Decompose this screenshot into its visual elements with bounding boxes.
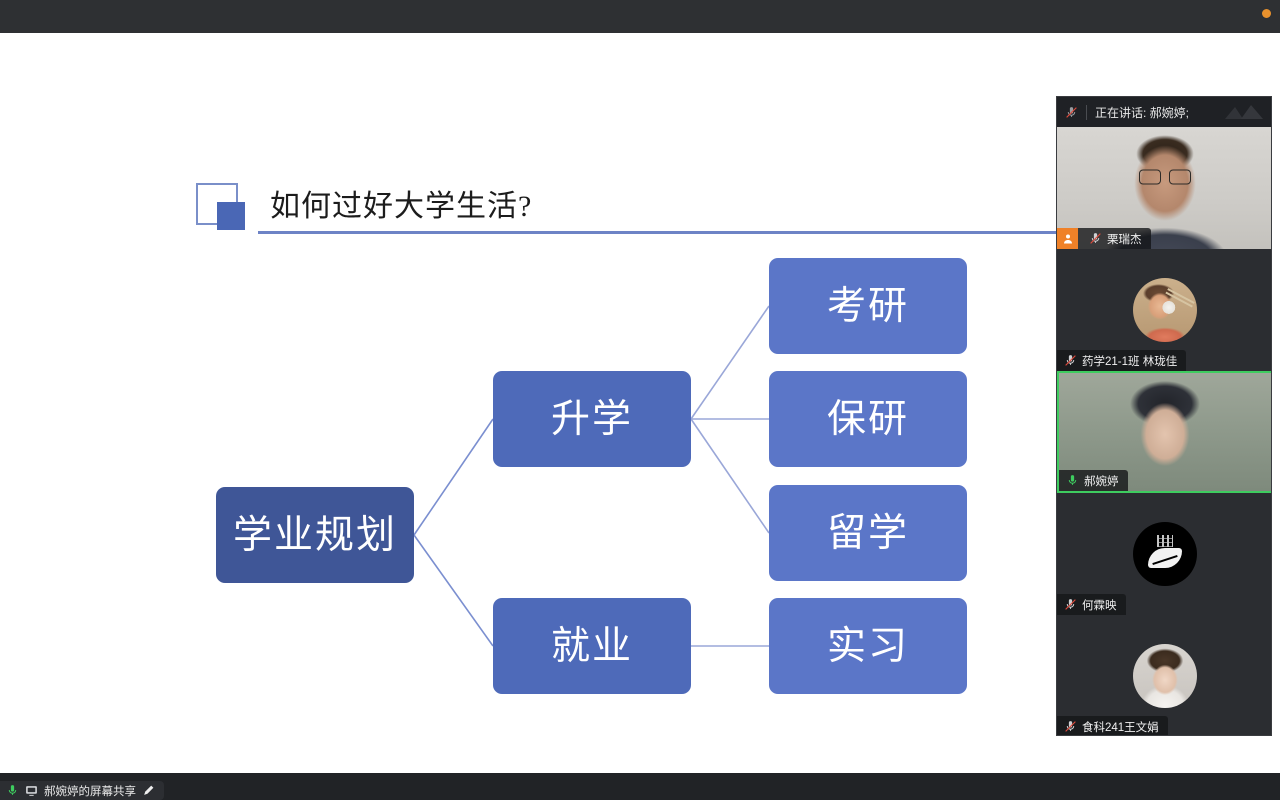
mindmap-connectors (413, 305, 770, 647)
mindmap-node-leaf-shixi: 实习 (769, 598, 967, 694)
mindmap-node-leaf-baoyan: 保研 (769, 371, 967, 467)
mindmap-node-leaf-kaoyan: 考研 (769, 258, 967, 354)
mic-muted-icon (1063, 598, 1077, 612)
participant-name: 食科241王文娟 (1082, 721, 1159, 734)
mic-muted-icon (1066, 106, 1077, 118)
mic-muted-icon (1088, 232, 1102, 246)
avatar-leaf-logo (1133, 522, 1197, 586)
pencil-annotate-icon[interactable] (142, 784, 155, 797)
participant-name-chip: 郝婉婷 (1059, 470, 1128, 491)
screen-share-icon[interactable] (25, 784, 38, 797)
participant-tile[interactable]: 药学21-1班 林珑佳 (1057, 249, 1271, 371)
leaf-shape (1148, 547, 1182, 568)
participant-tile[interactable]: 食科241王文娟 (1057, 615, 1271, 735)
header-divider (1086, 104, 1087, 120)
recording-indicator-dot (1262, 9, 1271, 18)
avatar-person-photo (1133, 644, 1197, 708)
participant-tiles: 栗瑞杰 药学21-1班 林 (1057, 127, 1271, 735)
active-speaker-label: 正在讲话: 郝婉婷; (1095, 105, 1190, 120)
avatar-food-illustration (1133, 278, 1197, 342)
mic-muted-icon (1063, 354, 1077, 368)
mic-on-icon (1065, 474, 1079, 488)
window-bottom-bar (0, 773, 1280, 800)
avatar (1057, 493, 1271, 615)
mindmap-node-branch-1: 升学 (493, 371, 691, 467)
mindmap-node-root: 学业规划 (216, 487, 414, 583)
screen-share-status-pill[interactable]: 郝婉婷的屏幕共享 (0, 781, 164, 800)
solid-square-icon (217, 202, 245, 230)
participant-name: 栗瑞杰 (1107, 233, 1142, 246)
participant-name: 郝婉婷 (1084, 475, 1119, 488)
slide-title: 如何过好大学生活? (270, 190, 533, 223)
slide-title-block: 如何过好大学生活? (196, 155, 1256, 245)
avatar (1057, 615, 1271, 735)
window-top-bar (0, 0, 1280, 33)
glasses-detail (1139, 169, 1191, 185)
mindmap: 学业规划 升学 就业 考研 保研 留学 实习 (0, 33, 1280, 773)
participant-tile[interactable]: 栗瑞杰 (1057, 127, 1271, 249)
participant-name: 药学21-1班 林珑佳 (1082, 355, 1178, 368)
screen-share-label: 郝婉婷的屏幕共享 (44, 785, 136, 798)
participant-name-chip: 栗瑞杰 (1057, 228, 1151, 249)
participants-panel-header: 正在讲话: 郝婉婷; (1057, 97, 1271, 127)
title-divider-rule (258, 231, 1256, 234)
mic-on-icon[interactable] (6, 784, 19, 797)
participant-name-chip: 何霖映 (1057, 594, 1126, 615)
avatar (1057, 249, 1271, 371)
participant-name-chip: 药学21-1班 林珑佳 (1057, 350, 1187, 371)
mic-muted-icon (1063, 720, 1077, 734)
participant-tile-active-speaker[interactable]: 郝婉婷 (1057, 371, 1271, 493)
mindmap-node-branch-2: 就业 (493, 598, 691, 694)
participant-tile[interactable]: 何霖映 (1057, 493, 1271, 615)
participants-panel[interactable]: 正在讲话: 郝婉婷; (1056, 96, 1272, 736)
mindmap-node-leaf-liuxue: 留学 (769, 485, 967, 581)
app-logo-icon (1225, 105, 1263, 119)
host-person-icon (1057, 228, 1078, 249)
participant-name-chip: 食科241王文娟 (1057, 716, 1168, 735)
participant-name: 何霖映 (1082, 599, 1117, 612)
avatar-texture (1157, 534, 1173, 547)
